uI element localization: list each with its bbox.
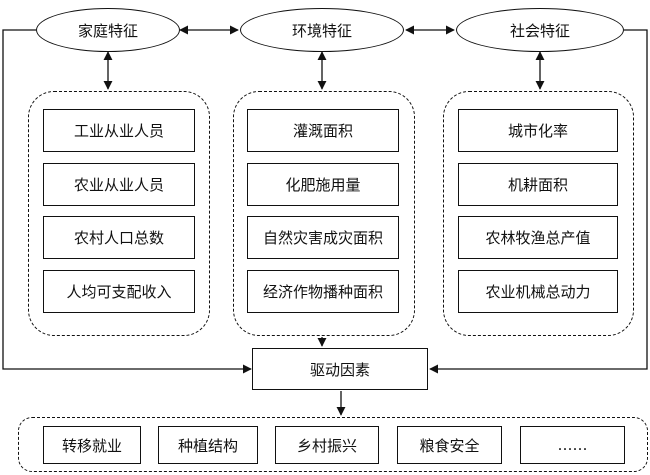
indicator-box: 自然灾害成灾面积 <box>247 216 399 259</box>
indicator-box: 灌溉面积 <box>247 109 399 152</box>
indicator-box: 化肥施用量 <box>247 163 399 206</box>
social-indicator-group <box>443 91 634 336</box>
indicator-box: 农林牧渔总产值 <box>458 216 618 259</box>
outcome-box: 转移就业 <box>43 426 141 464</box>
indicator-box: 工业从业人员 <box>43 109 195 152</box>
indicator-box: 农业从业人员 <box>43 163 195 206</box>
family-indicator-group <box>28 91 210 336</box>
environment-indicator-group <box>233 91 415 336</box>
social-feature-node: 社会特征 <box>456 8 624 52</box>
indicator-box: 经济作物播种面积 <box>247 270 399 313</box>
indicator-box: 机耕面积 <box>458 163 618 206</box>
indicator-box: 城市化率 <box>458 109 618 152</box>
indicator-box: 人均可支配收入 <box>43 270 195 313</box>
environment-feature-node: 环境特征 <box>240 8 404 52</box>
indicator-box: 农业机械总动力 <box>458 270 618 313</box>
outcome-box: …… <box>520 426 625 464</box>
outcomes-group <box>18 417 648 472</box>
arrow-family-to-driver <box>2 29 252 374</box>
driving-factors-node: 驱动因素 <box>252 348 428 390</box>
indicator-box: 农村人口总数 <box>43 216 195 259</box>
arrow-social-to-driver <box>429 29 648 374</box>
outcome-box: 种植结构 <box>158 426 258 464</box>
outcome-box: 粮食安全 <box>397 426 502 464</box>
family-feature-node: 家庭特征 <box>36 8 180 52</box>
outcome-box: 乡村振兴 <box>275 426 379 464</box>
